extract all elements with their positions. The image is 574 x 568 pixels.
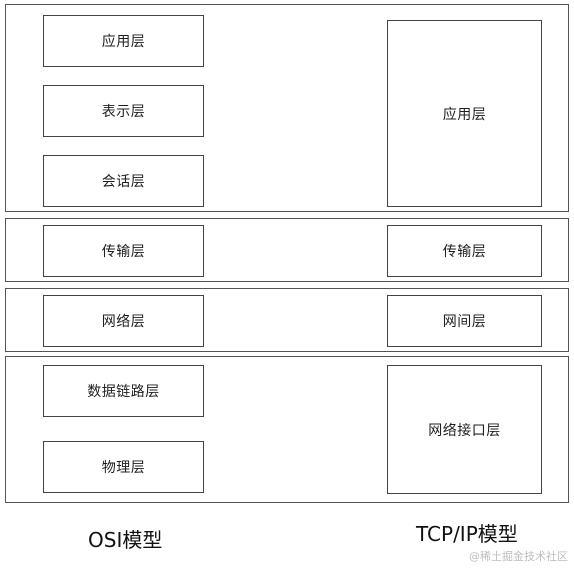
tcpip-layer-network-interface: 网络接口层 [387, 365, 542, 494]
osi-layer-network: 网络层 [43, 295, 204, 347]
tcpip-layer-application: 应用层 [387, 20, 542, 207]
osi-model-caption: OSI模型 [88, 528, 163, 552]
tcpip-layer-internet: 网间层 [387, 295, 542, 347]
osi-layer-session: 会话层 [43, 155, 204, 207]
osi-layer-data-link: 数据链路层 [43, 365, 204, 417]
osi-layer-physical: 物理层 [43, 441, 204, 493]
tcpip-model-caption: TCP/IP模型 [416, 522, 518, 546]
tcpip-layer-transport: 传输层 [387, 225, 542, 277]
watermark-text: @稀土掘金技术社区 [469, 550, 568, 563]
osi-layer-transport: 传输层 [43, 225, 204, 277]
osi-layer-presentation: 表示层 [43, 85, 204, 137]
osi-layer-application: 应用层 [43, 15, 204, 67]
